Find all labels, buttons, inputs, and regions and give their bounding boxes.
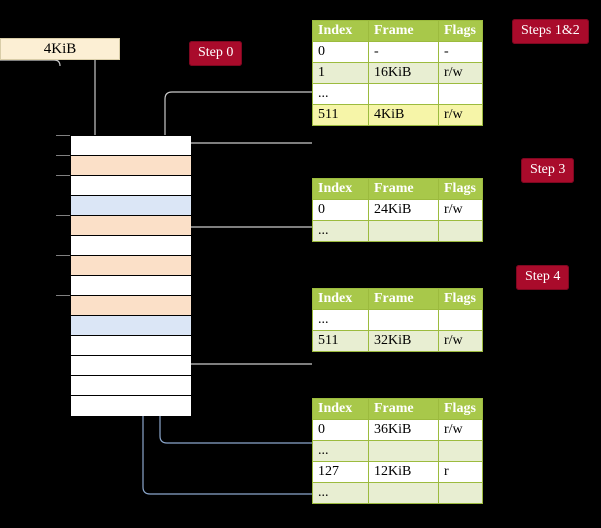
cell-index: 0 — [312, 41, 369, 63]
table-row: ... — [312, 440, 483, 462]
cell-index: 0 — [312, 199, 369, 221]
step-badge-step0: Step 0 — [189, 41, 243, 66]
cell-index: 511 — [312, 330, 369, 352]
cell-frame: 4KiB — [368, 104, 439, 126]
column-header-flags: Flags — [438, 178, 483, 200]
table-row: ... — [312, 309, 483, 331]
column-header-frame: Frame — [368, 398, 439, 420]
column-header-index: Index — [312, 398, 369, 420]
step-badge-step4-label: Step 4 — [525, 269, 561, 284]
table-row: ... — [312, 220, 483, 242]
memory-frame-tick — [56, 295, 70, 296]
cell-frame — [368, 482, 439, 504]
memory-frame-tick — [56, 215, 70, 216]
page-box-label: 4KiB — [43, 40, 77, 57]
table-row: ... — [312, 482, 483, 504]
step-badge-step3-label: Step 3 — [530, 162, 566, 177]
memory-frame-cell — [71, 336, 191, 356]
memory-frame-cell — [71, 176, 191, 196]
memory-frame-tick — [56, 135, 70, 136]
cell-index: ... — [312, 482, 369, 504]
memory-frame-cell — [71, 196, 191, 216]
cell-frame: - — [368, 41, 439, 63]
cell-flags — [438, 83, 483, 105]
column-header-flags: Flags — [438, 20, 483, 42]
cell-index: 0 — [312, 419, 369, 441]
cell-frame — [368, 220, 439, 242]
cell-flags: - — [438, 41, 483, 63]
column-header-index: Index — [312, 288, 369, 310]
column-header-frame: Frame — [368, 178, 439, 200]
cell-frame — [368, 440, 439, 462]
memory-frame-cell — [71, 256, 191, 276]
column-header-flags: Flags — [438, 398, 483, 420]
cell-flags: r/w — [438, 330, 483, 352]
cell-flags: r/w — [438, 199, 483, 221]
memory-frame-tick — [56, 175, 70, 176]
memory-frame-cell — [71, 356, 191, 376]
cell-index: 127 — [312, 461, 369, 483]
step-badge-steps-1-2: Steps 1&2 — [512, 19, 589, 44]
physical-memory-column — [70, 135, 191, 416]
memory-frame-cell — [71, 396, 191, 416]
cell-index: ... — [312, 83, 369, 105]
memory-frame-cell — [71, 276, 191, 296]
memory-frame-tick — [56, 255, 70, 256]
memory-frame-cell — [71, 136, 191, 156]
cell-frame: 12KiB — [368, 461, 439, 483]
cell-frame: 32KiB — [368, 330, 439, 352]
column-header-frame: Frame — [368, 20, 439, 42]
cell-index: ... — [312, 440, 369, 462]
column-header-index: Index — [312, 178, 369, 200]
cell-frame: 36KiB — [368, 419, 439, 441]
cell-flags — [438, 309, 483, 331]
step-badge-step0-label: Step 0 — [198, 45, 234, 60]
memory-frame-cell — [71, 236, 191, 256]
cell-flags: r/w — [438, 104, 483, 126]
memory-frame-cell — [71, 316, 191, 336]
memory-frame-cell — [71, 216, 191, 236]
table-row: 0-- — [312, 41, 483, 63]
memory-frame-cell — [71, 376, 191, 396]
cell-index: ... — [312, 220, 369, 242]
cell-frame: 24KiB — [368, 199, 439, 221]
memory-frame-cell — [71, 156, 191, 176]
cell-frame: 16KiB — [368, 62, 439, 84]
memory-frame-cell — [71, 296, 191, 316]
cell-flags: r/w — [438, 62, 483, 84]
step-badge-step3: Step 3 — [521, 158, 575, 183]
column-header-flags: Flags — [438, 288, 483, 310]
memory-frame-tick — [56, 155, 70, 156]
cell-frame — [368, 309, 439, 331]
cell-flags: r — [438, 461, 483, 483]
cell-index: 1 — [312, 62, 369, 84]
table-row: ... — [312, 83, 483, 105]
column-header-frame: Frame — [368, 288, 439, 310]
cell-flags — [438, 440, 483, 462]
column-header-index: Index — [312, 20, 369, 42]
cell-index: 511 — [312, 104, 369, 126]
cell-frame — [368, 83, 439, 105]
cell-flags — [438, 482, 483, 504]
cell-index: ... — [312, 309, 369, 331]
cell-flags — [438, 220, 483, 242]
cell-flags: r/w — [438, 419, 483, 441]
step-badge-step4: Step 4 — [516, 265, 570, 290]
page-box-4kib: 4KiB — [0, 38, 120, 60]
step-badge-steps-1-2-label: Steps 1&2 — [521, 23, 580, 38]
